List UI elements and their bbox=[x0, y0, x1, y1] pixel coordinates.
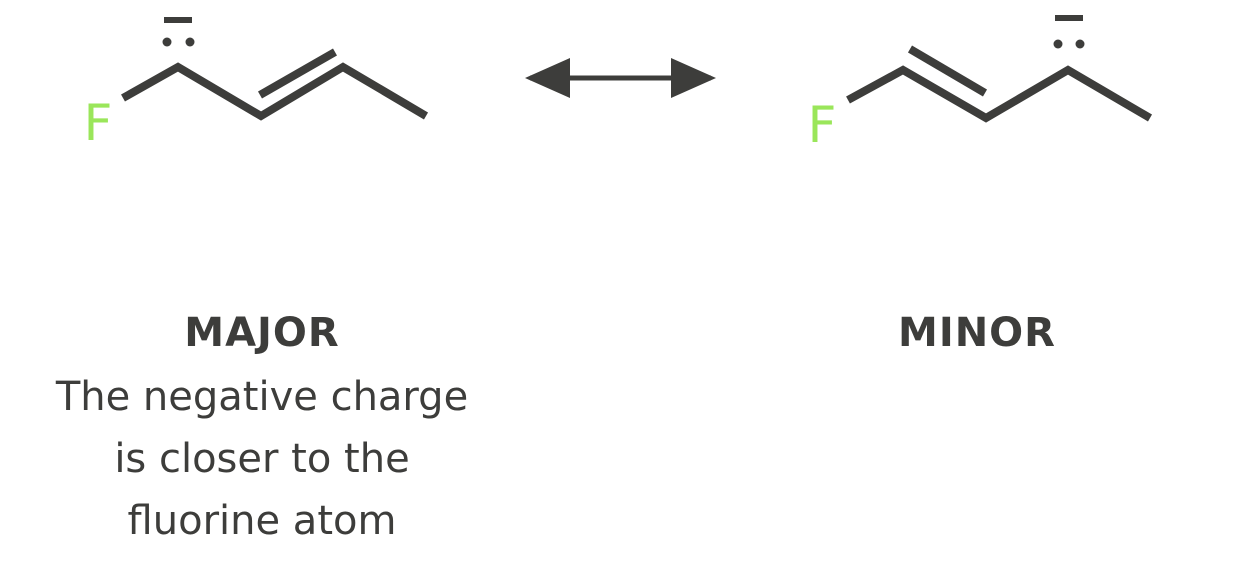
lone-pair-dot bbox=[1053, 39, 1063, 49]
major-structure bbox=[121, 17, 429, 121]
fluorine-atom: F bbox=[84, 94, 113, 152]
description-line: is closer to the bbox=[114, 436, 410, 482]
carbon-chain bbox=[846, 65, 1153, 123]
fluorine-atom: F bbox=[808, 96, 837, 154]
lone-pair-dot bbox=[162, 37, 172, 47]
minor-structure bbox=[846, 15, 1153, 123]
double-bond bbox=[258, 48, 337, 99]
major-description: The negative charge is closer to the flu… bbox=[0, 366, 524, 552]
major-label: MAJOR bbox=[184, 310, 340, 356]
minor-label: MINOR bbox=[898, 310, 1056, 356]
description-line: The negative charge bbox=[55, 374, 469, 420]
description-line: fluorine atom bbox=[127, 498, 397, 544]
lone-pair-dot bbox=[185, 37, 195, 47]
carbon-chain bbox=[121, 62, 429, 121]
lone-pair-dot bbox=[1075, 39, 1085, 49]
double-bond bbox=[907, 45, 988, 97]
